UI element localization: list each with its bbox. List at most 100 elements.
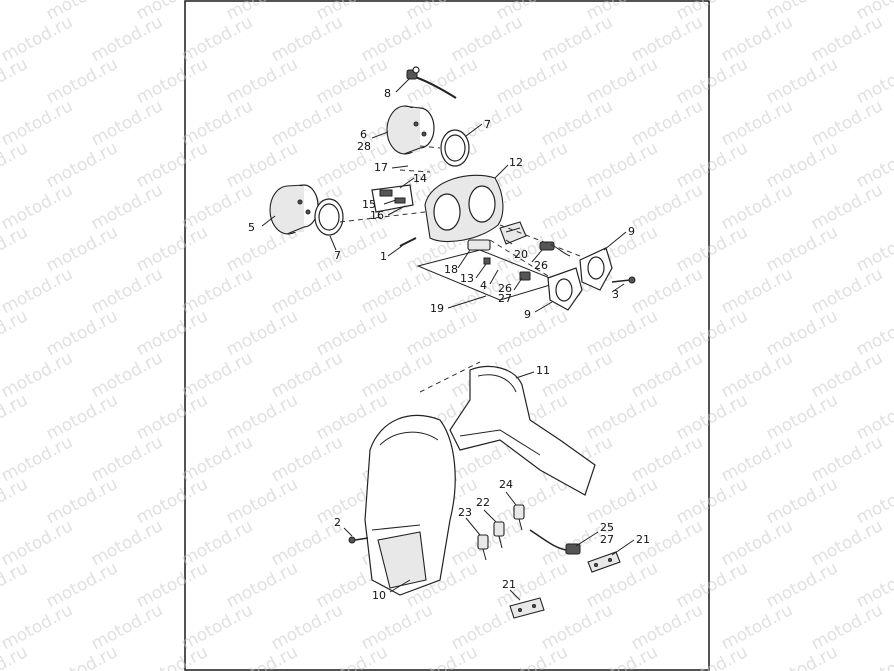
watermark-text: motod.ru — [0, 558, 31, 612]
callout-7-lower: 7 — [334, 249, 341, 262]
watermark-text: motod.ru — [763, 642, 841, 671]
part-7-gasket-upper — [440, 129, 470, 167]
watermark-text: motod.ru — [43, 390, 121, 444]
watermark-text: motod.ru — [88, 516, 166, 570]
callout-4: 4 — [480, 279, 487, 292]
watermark-text: motod.ru — [718, 180, 796, 234]
watermark-text: motod.ru — [808, 12, 886, 66]
part-21-bezel-right — [587, 551, 621, 573]
watermark-text: motod.ru — [808, 264, 886, 318]
callout-8: 8 — [384, 87, 391, 100]
callout-9-lower: 9 — [524, 308, 531, 321]
callout-numbers: 8 6 28 7 17 12 14 15 16 5 7 1 9 20 26 18… — [248, 87, 650, 602]
watermark-text: motod.ru — [718, 12, 796, 66]
alignment-lines-upper — [339, 145, 581, 277]
watermark-text: motod.ru — [0, 0, 31, 24]
part-6-gauge-housing — [386, 105, 435, 155]
callout-19: 19 — [430, 302, 444, 315]
callout-3: 3 — [612, 288, 619, 301]
watermark-text: motod.ru — [808, 348, 886, 402]
watermark-text: motod.ru — [43, 474, 121, 528]
part-24-switch — [513, 504, 525, 531]
watermark-text: motod.ru — [718, 348, 796, 402]
callout-12: 12 — [509, 156, 523, 169]
callout-9-upper: 9 — [628, 225, 635, 238]
part-18-connector — [467, 239, 491, 251]
callout-27-lower: 27 — [600, 533, 614, 546]
watermark-text: motod.ru — [0, 12, 76, 66]
callout-28: 28 — [357, 140, 371, 153]
part-13-plug — [483, 257, 491, 265]
callout-27-upper: 27 — [498, 292, 512, 305]
part-12-instrument-bezel — [424, 174, 504, 243]
callout-22: 22 — [476, 496, 490, 509]
watermark-text: motod.ru — [0, 138, 31, 192]
part-27-connector — [519, 271, 531, 281]
watermark-text: motod.ru — [88, 432, 166, 486]
watermark-text: motod.ru — [718, 516, 796, 570]
alignment-line-lower — [419, 361, 481, 393]
part-14-bracket — [371, 184, 414, 213]
watermark-text: motod.ru — [718, 264, 796, 318]
part-11-fairing-cover — [449, 365, 596, 496]
watermark-text: motod.ru — [808, 516, 886, 570]
part-25-harness-connector — [529, 529, 581, 555]
watermark-text: motod.ru — [808, 600, 886, 654]
watermark-text: motod.ru — [43, 222, 121, 276]
watermark-text: motod.ru — [718, 96, 796, 150]
watermark-text: motod.ru — [0, 600, 76, 654]
watermark-text: motod.ru — [88, 348, 166, 402]
part-22-switch — [493, 521, 505, 549]
watermark-text: motod.ru — [718, 600, 796, 654]
watermark-text: motod.ru — [0, 474, 31, 528]
watermark-text: motod.ru — [0, 180, 76, 234]
watermark-text: motod.ru — [808, 432, 886, 486]
watermark-text: motod.ru — [763, 54, 841, 108]
part-3-screw — [611, 276, 636, 284]
callout-21-lower: 21 — [502, 578, 516, 591]
callout-18: 18 — [444, 263, 458, 276]
callout-13: 13 — [460, 272, 474, 285]
callout-26-upper: 26 — [534, 259, 548, 272]
watermark-text: motod.ru — [808, 96, 886, 150]
leader-lines — [261, 77, 635, 601]
callout-7-upper: 7 — [484, 118, 491, 131]
callout-5: 5 — [248, 221, 255, 234]
watermark-text: motod.ru — [43, 54, 121, 108]
callout-21-right: 21 — [636, 533, 650, 546]
callout-1: 1 — [380, 250, 387, 263]
callout-15: 15 — [362, 198, 376, 211]
watermark-text: motod.ru — [43, 138, 121, 192]
part-10-nacelle — [364, 414, 456, 596]
watermark-text: motod.ru — [88, 12, 166, 66]
watermark-text: motod.ru — [0, 264, 76, 318]
watermark-text: motod.ru — [88, 600, 166, 654]
callout-20: 20 — [514, 248, 528, 261]
watermark-text: motod.ru — [808, 180, 886, 234]
watermark-text: motod.ru — [43, 642, 121, 671]
callout-6: 6 — [360, 128, 367, 141]
part-9-backing-plate-left — [547, 267, 583, 311]
watermark-text: motod.ru — [0, 54, 31, 108]
watermark-text: motod.ru — [88, 96, 166, 150]
watermark-text: motod.ru — [0, 390, 31, 444]
callout-23: 23 — [458, 506, 472, 519]
part-1-screw — [399, 237, 417, 247]
callout-11: 11 — [536, 364, 550, 377]
callout-25: 25 — [600, 521, 614, 534]
callout-16: 16 — [370, 209, 384, 222]
watermark-text: motod.ru — [0, 516, 76, 570]
watermark-text: motod.ru — [0, 222, 31, 276]
callout-17: 17 — [374, 161, 388, 174]
callout-10: 10 — [372, 589, 386, 602]
callout-24: 24 — [499, 478, 513, 491]
part-8-wire-connector — [406, 66, 457, 99]
part-7-gasket-lower — [314, 198, 344, 236]
watermark-text: motod.ru — [0, 306, 31, 360]
watermark-text: motod.ru — [43, 558, 121, 612]
part-21-bezel-lower — [509, 597, 545, 619]
watermark-text: motod.ru — [763, 138, 841, 192]
watermark-text: motod.ru — [763, 390, 841, 444]
watermark-text: motod.ru — [43, 306, 121, 360]
